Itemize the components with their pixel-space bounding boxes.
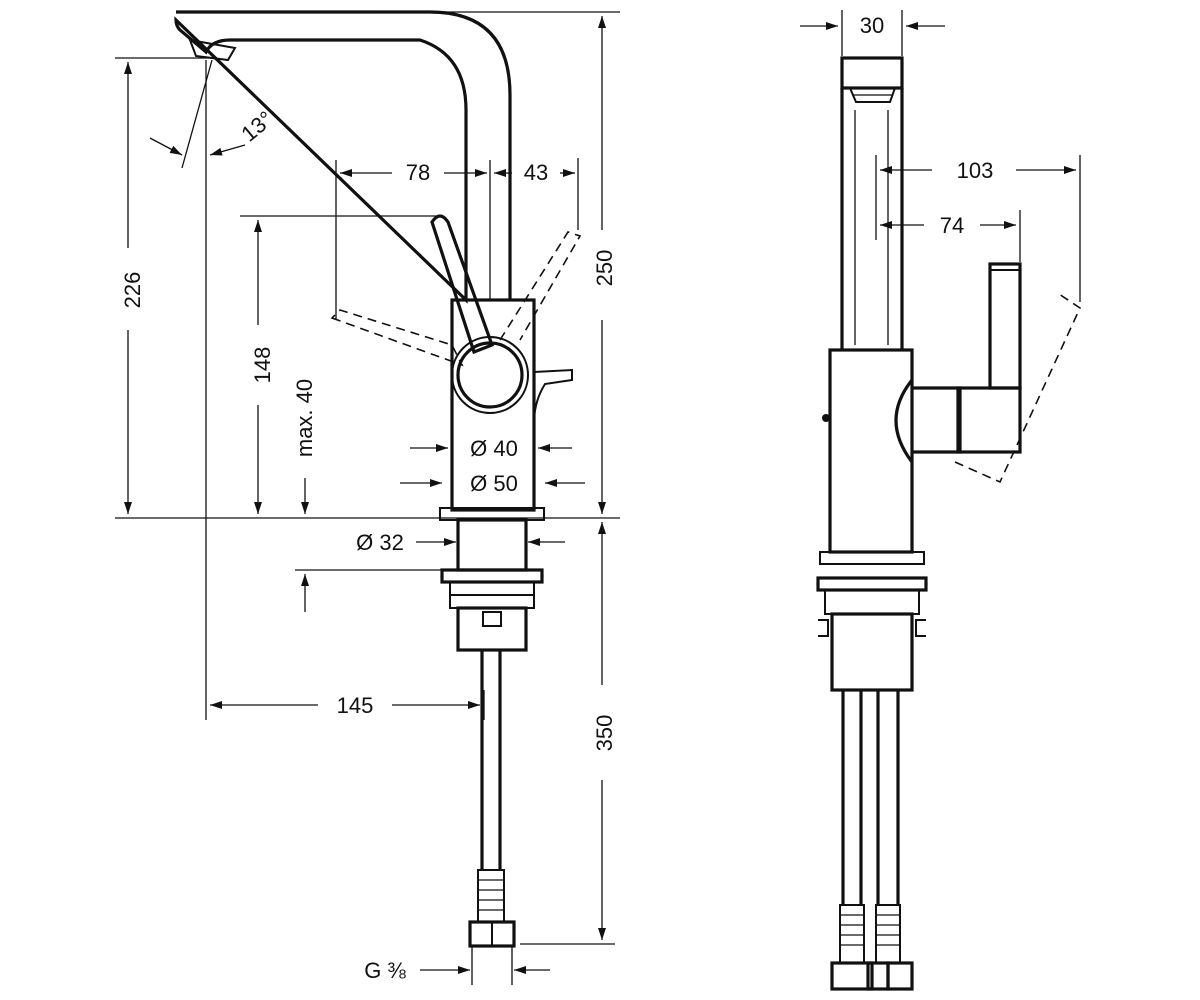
label-43: 43 — [524, 160, 548, 185]
pull-rod — [533, 368, 573, 421]
label-250: 250 — [592, 250, 617, 287]
mounting-plate — [440, 568, 544, 584]
label-78: 78 — [406, 160, 430, 185]
label-dia32: Ø 32 — [356, 530, 404, 555]
side-nut-left — [830, 961, 874, 991]
label-dia40: Ø 40 — [470, 436, 518, 461]
front-view: 226 148 max. 40 250 350 78 43 13° Ø 40 Ø… — [115, 10, 620, 985]
side-base-ring — [819, 551, 925, 565]
label-74: 74 — [940, 213, 964, 238]
lever-hub — [456, 341, 524, 409]
side-view: 30 103 74 — [800, 10, 1082, 991]
dim-line-angle — [149, 137, 183, 156]
side-lever-grip — [956, 386, 1022, 454]
label-30: 30 — [860, 13, 884, 38]
side-lock-nut — [830, 612, 914, 692]
side-spout-aerator — [848, 87, 897, 103]
hose-crimp — [477, 869, 505, 923]
side-spout-head — [840, 56, 904, 90]
lever-handle — [430, 214, 495, 355]
side-mount-thread — [824, 589, 920, 615]
side-crimp-right — [875, 904, 901, 964]
shank — [456, 518, 528, 572]
spout-nozzle — [188, 38, 237, 62]
label-103: 103 — [957, 158, 994, 183]
lock-nut — [456, 606, 528, 652]
side-nut-right — [886, 961, 914, 991]
lever-swing-left — [330, 309, 464, 367]
side-pull-knob — [822, 414, 830, 422]
lever-swing-right — [499, 231, 582, 341]
label-max40: max. 40 — [292, 379, 317, 457]
side-crimp-left — [839, 904, 865, 964]
mixer-body — [450, 298, 536, 512]
side-mount-plate — [816, 576, 928, 592]
side-lever-neck — [894, 379, 914, 463]
label-226: 226 — [120, 272, 145, 309]
side-lever-swing — [954, 291, 1082, 484]
label-145: 145 — [337, 693, 374, 718]
side-body — [828, 348, 914, 554]
side-lever-handle — [988, 262, 1022, 390]
label-148: 148 — [250, 347, 275, 384]
label-350: 350 — [592, 715, 617, 752]
set-screw — [482, 611, 502, 627]
side-lever-arm — [912, 386, 962, 454]
lever-hub-recess — [451, 336, 529, 414]
label-g38: G ⅜ — [364, 958, 406, 983]
label-dia50: Ø 50 — [470, 471, 518, 496]
